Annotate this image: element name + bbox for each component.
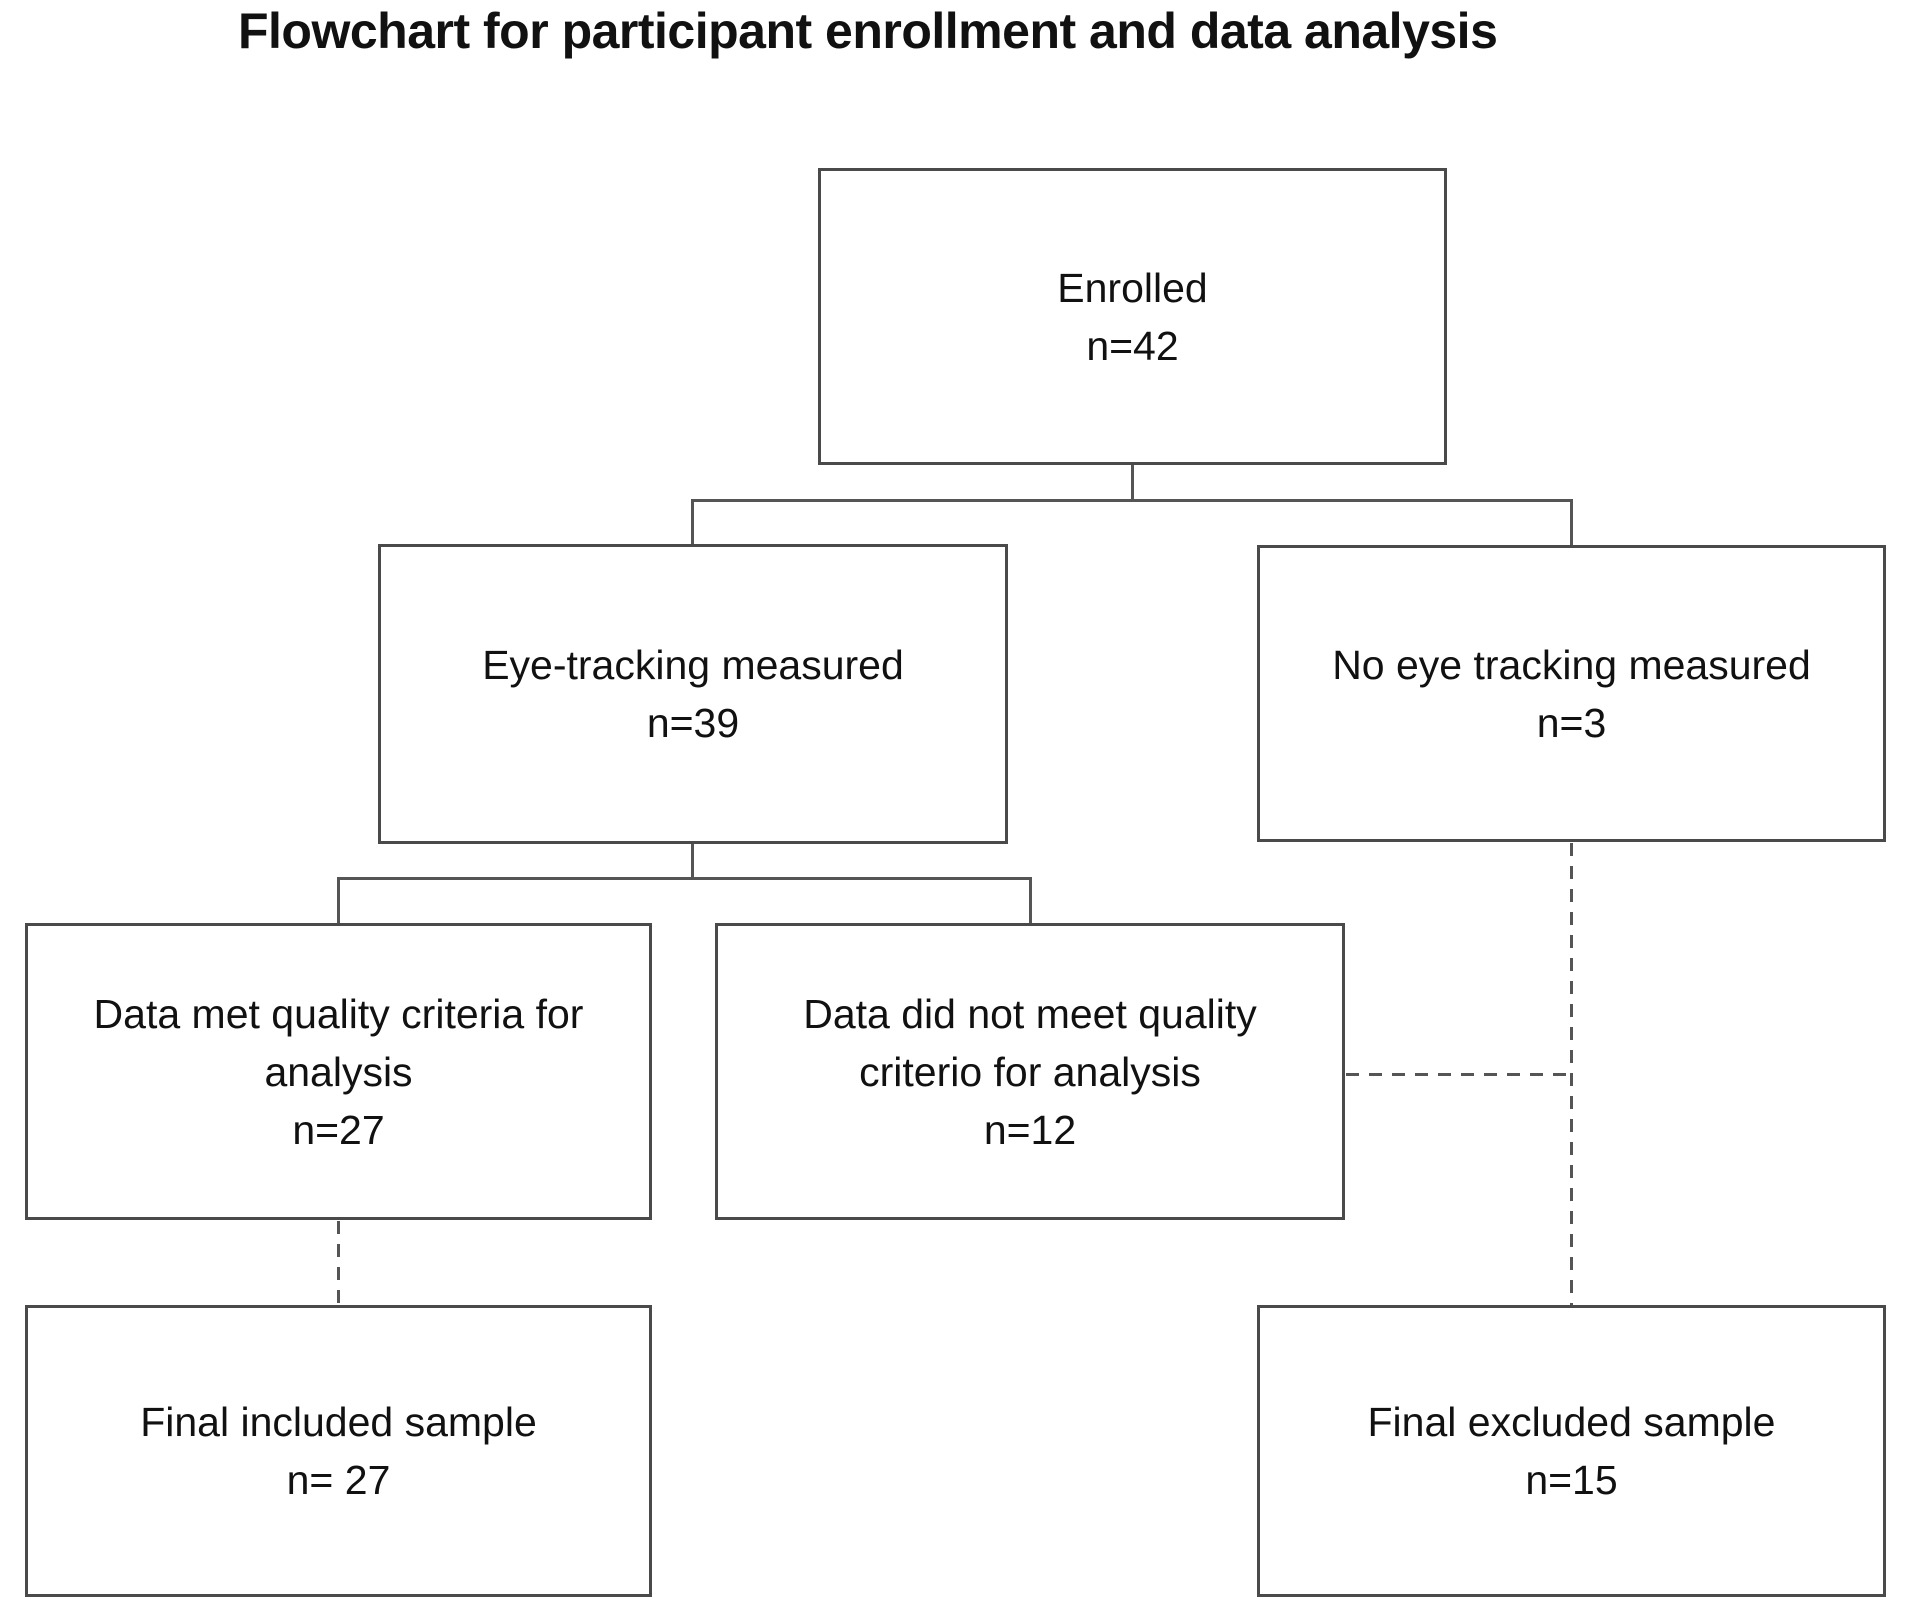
dashed-connector-not-met-to-excluded (1346, 1073, 1572, 1076)
node-met-quality-line1: Data met quality criteria for (93, 990, 584, 1037)
node-not-met-quality: Data did not meet quality criterio for a… (715, 923, 1345, 1220)
diagram-title: Flowchart for participant enrollment and… (238, 3, 1498, 59)
node-final-included-count: n= 27 (286, 1457, 391, 1503)
node-final-excluded-label: Final excluded sample (1367, 1399, 1776, 1445)
node-not-met-quality-count: n=12 (983, 1106, 1077, 1153)
connector-eye-tracking-down (691, 842, 694, 880)
node-eye-tracking: Eye-tracking measured n=39 (378, 544, 1008, 844)
node-final-excluded: Final excluded sample n=15 (1257, 1305, 1886, 1597)
node-not-met-quality-line1: Data did not meet quality (803, 990, 1257, 1037)
node-met-quality-count: n=27 (292, 1106, 385, 1153)
node-enrolled: Enrolled n=42 (818, 168, 1447, 465)
connector-to-eye-tracking (691, 499, 694, 547)
node-final-excluded-count: n=15 (1525, 1457, 1618, 1503)
connector-branch-quality (337, 877, 1032, 880)
node-final-included: Final included sample n= 27 (25, 1305, 652, 1597)
node-not-met-quality-line2: criterio for analysis (859, 1048, 1201, 1095)
node-final-included-label: Final included sample (140, 1399, 537, 1445)
connector-to-not-met-quality (1029, 878, 1032, 926)
node-enrolled-count: n=42 (1086, 322, 1179, 369)
connector-to-no-eye-tracking (1570, 499, 1573, 548)
node-enrolled-label: Enrolled (1057, 264, 1208, 311)
node-no-eye-tracking-label: No eye tracking measured (1332, 641, 1811, 688)
connector-to-met-quality (337, 878, 340, 926)
node-met-quality: Data met quality criteria for analysis n… (25, 923, 652, 1220)
node-no-eye-tracking: No eye tracking measured n=3 (1257, 545, 1886, 842)
node-eye-tracking-count: n=39 (646, 700, 740, 746)
connector-enrolled-down (1131, 464, 1134, 502)
node-met-quality-line2: analysis (264, 1048, 413, 1095)
dashed-connector-to-final-included (337, 1221, 340, 1307)
node-no-eye-tracking-count: n=3 (1536, 699, 1607, 746)
connector-branch-top (691, 499, 1573, 502)
node-eye-tracking-label: Eye-tracking measured (482, 642, 904, 688)
